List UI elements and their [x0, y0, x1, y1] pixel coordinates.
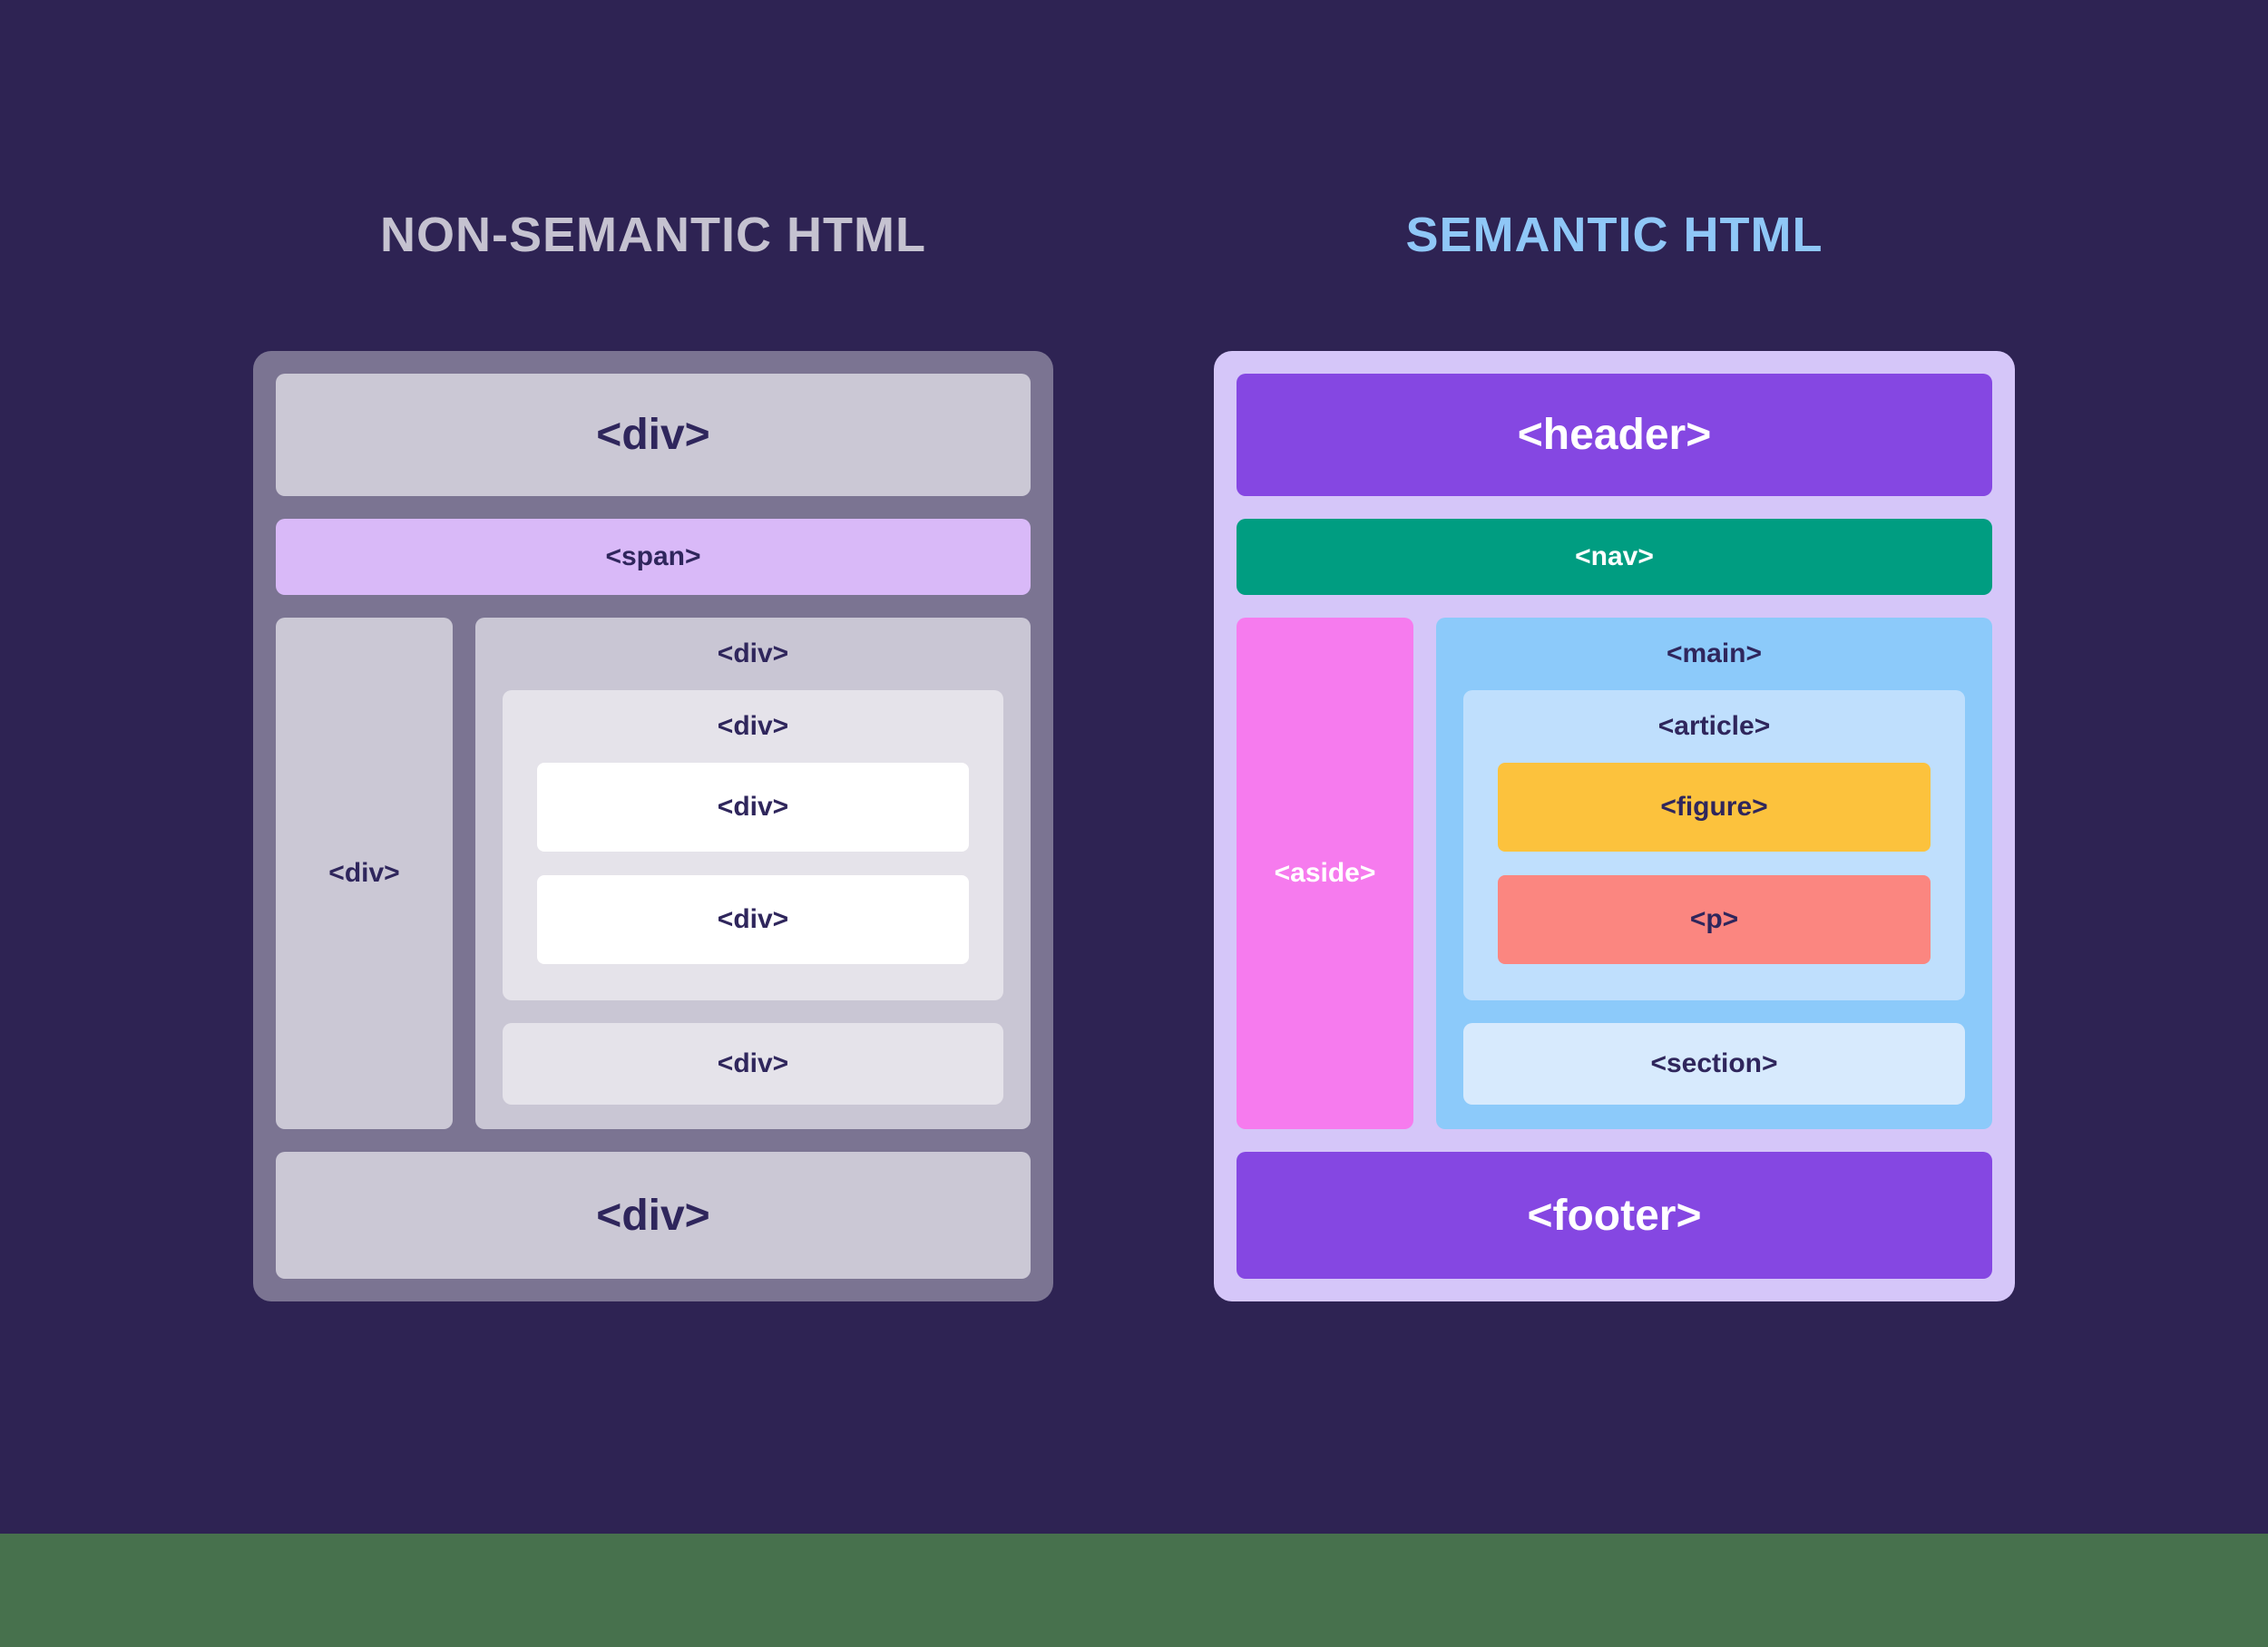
non-semantic-title: NON-SEMANTIC HTML [380, 208, 926, 262]
div-inner-item2-box: <div> [537, 875, 969, 964]
aside-box: <aside> [1237, 618, 1413, 1129]
div-lower-box: <div> [503, 1023, 1003, 1105]
semantic-panel: <header> <nav> <aside> <main> <article> … [1214, 351, 2015, 1301]
semantic-middle-row: <aside> <main> <article> <figure> <p> <s… [1237, 618, 1992, 1129]
header-box: <header> [1237, 374, 1992, 496]
div-inner-group-label: <div> [717, 711, 789, 741]
non-semantic-middle-row: <div> <div> <div> <div> <div> <div> [276, 618, 1031, 1129]
div-top-box: <div> [276, 374, 1031, 496]
semantic-title: SEMANTIC HTML [1405, 208, 1823, 262]
article-box: <article> <figure> <p> [1463, 690, 1965, 1000]
figure-box: <figure> [1498, 763, 1931, 852]
section-box: <section> [1463, 1023, 1965, 1105]
p-box: <p> [1498, 875, 1931, 964]
nav-box: <nav> [1237, 519, 1992, 595]
footer-box: <footer> [1237, 1152, 1992, 1279]
bottom-green-strip [0, 1534, 2268, 1647]
div-inner-group-box: <div> <div> <div> [503, 690, 1003, 1000]
div-group-box: <div> <div> <div> <div> <div> [475, 618, 1031, 1129]
div-bottom-box: <div> [276, 1152, 1031, 1279]
article-label: <article> [1657, 711, 1771, 741]
main-label: <main> [1666, 638, 1763, 668]
div-group-label: <div> [717, 638, 789, 668]
main-box: <main> <article> <figure> <p> <section> [1436, 618, 1992, 1129]
div-sidebar-box: <div> [276, 618, 453, 1129]
non-semantic-panel: <div> <span> <div> <div> <div> <div> <di… [253, 351, 1053, 1301]
span-box: <span> [276, 519, 1031, 595]
div-inner-item1-box: <div> [537, 763, 969, 852]
